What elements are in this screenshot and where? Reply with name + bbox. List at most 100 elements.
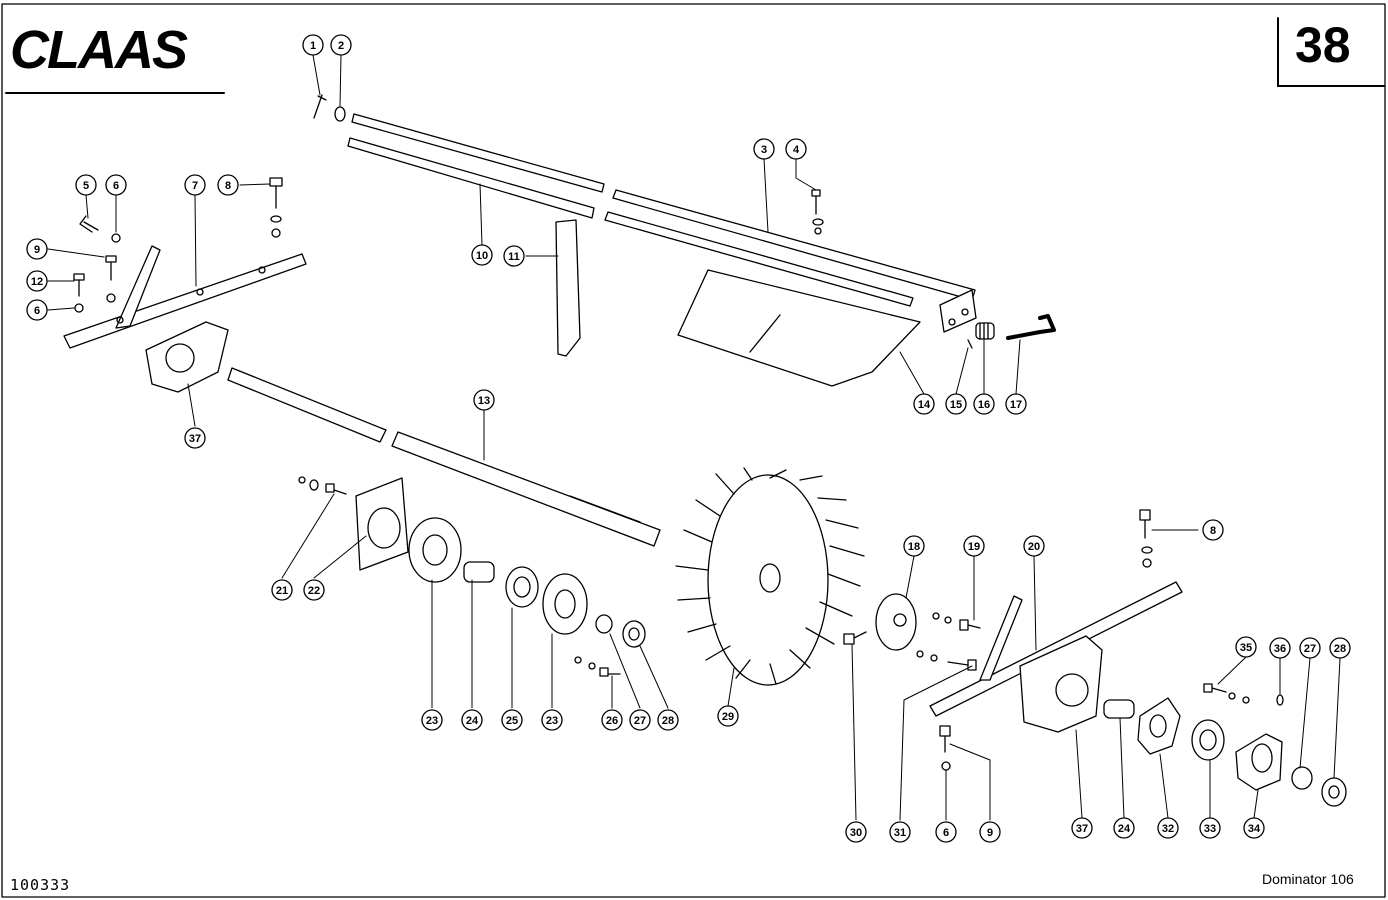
callout-label: 26 <box>606 715 618 727</box>
spring <box>975 322 995 340</box>
bolt <box>105 255 117 303</box>
callout-circle <box>421 709 443 731</box>
callout-2: 2 <box>330 34 352 56</box>
callout-6: 6 <box>26 299 48 321</box>
callout-circle <box>753 138 775 160</box>
callout-circle <box>1157 817 1179 839</box>
callout-label: 8 <box>225 180 231 192</box>
small-bolt-set <box>932 612 981 631</box>
callout-label: 24 <box>1118 823 1131 835</box>
callout-label: 4 <box>793 144 800 156</box>
callout-circle <box>657 709 679 731</box>
callout-label: 9 <box>34 244 40 256</box>
callout-14: 14 <box>913 393 935 415</box>
right-bearing-bracket <box>1019 635 1103 733</box>
callout-label: 31 <box>894 827 906 839</box>
callout-32: 32 <box>1157 817 1179 839</box>
callout-circle <box>503 245 525 267</box>
callout-circle <box>26 270 48 292</box>
page-number: 38 <box>1295 17 1351 73</box>
callout-label: 27 <box>1304 643 1316 655</box>
callout-label: 1 <box>310 40 316 52</box>
callout-9: 9 <box>26 238 48 260</box>
bolt <box>73 273 85 313</box>
bolt <box>1139 509 1153 568</box>
main-shaft <box>227 367 661 547</box>
callout-label: 25 <box>506 715 518 727</box>
callout-37: 37 <box>1071 817 1093 839</box>
callout-1: 1 <box>302 34 324 56</box>
bolt <box>939 725 951 771</box>
callout-9: 9 <box>979 821 1001 843</box>
callout-circle <box>1329 637 1351 659</box>
callout-label: 5 <box>83 180 89 192</box>
callout-circle <box>1243 817 1265 839</box>
callout-label: 15 <box>950 399 962 411</box>
callout-label: 17 <box>1010 399 1022 411</box>
callout-circle <box>979 821 1001 843</box>
callout-circle <box>330 34 352 56</box>
callout-33: 33 <box>1199 817 1221 839</box>
callout-circle <box>473 389 495 411</box>
callout-15: 15 <box>945 393 967 415</box>
callout-circle <box>26 238 48 260</box>
grease-nipple <box>1276 694 1284 706</box>
callout-22: 22 <box>303 579 325 601</box>
split-pin <box>313 94 327 119</box>
left-bracket-rail <box>63 245 307 349</box>
callout-16: 16 <box>973 393 995 415</box>
model-name: Dominator 106 <box>1262 871 1354 887</box>
callout-label: 35 <box>1240 642 1252 654</box>
callout-label: 7 <box>192 180 198 192</box>
nut <box>1321 777 1347 807</box>
callout-circle <box>217 174 239 196</box>
callout-36: 36 <box>1269 637 1291 659</box>
callout-20: 20 <box>1023 535 1045 557</box>
nut <box>622 620 646 648</box>
callout-circle <box>1199 817 1221 839</box>
callout-circle <box>1299 637 1321 659</box>
callout-circle <box>461 709 483 731</box>
callout-label: 3 <box>761 144 767 156</box>
ball-bearing <box>505 566 539 608</box>
callout-circle <box>903 535 925 557</box>
callout-24: 24 <box>461 709 483 731</box>
callout-circle <box>935 821 957 843</box>
callout-37: 37 <box>184 427 206 449</box>
left-bearing-bracket <box>145 321 229 393</box>
callout-12: 12 <box>26 270 48 292</box>
hub-flange <box>875 593 917 651</box>
callout-25: 25 <box>501 709 523 731</box>
callout-23: 23 <box>541 709 563 731</box>
callout-circle <box>303 579 325 601</box>
bolt <box>79 215 121 243</box>
callout-11: 11 <box>503 245 525 267</box>
callout-label: 36 <box>1274 643 1286 655</box>
callout-label: 9 <box>987 827 993 839</box>
bearing-housing <box>1137 697 1181 755</box>
bolt <box>269 177 283 238</box>
callout-label: 23 <box>426 715 438 727</box>
callout-circle <box>75 174 97 196</box>
callout-circle <box>1023 535 1045 557</box>
callout-7: 7 <box>184 174 206 196</box>
callout-circle <box>785 138 807 160</box>
callout-label: 30 <box>850 827 862 839</box>
callout-circle <box>302 34 324 56</box>
callout-label: 16 <box>978 399 990 411</box>
callout-circle <box>889 821 911 843</box>
fan-impeller <box>675 467 865 686</box>
flange-plate <box>355 477 409 571</box>
callout-circle <box>184 427 206 449</box>
callout-label: 18 <box>908 541 920 553</box>
callout-label: 12 <box>31 276 43 288</box>
callout-17: 17 <box>1005 393 1027 415</box>
callout-label: 21 <box>276 585 288 597</box>
callout-circle <box>105 174 127 196</box>
bolt <box>843 631 867 645</box>
bearing-disc <box>542 573 588 635</box>
callout-circle <box>26 299 48 321</box>
callout-label: 10 <box>476 250 488 262</box>
callout-30: 30 <box>845 821 867 843</box>
